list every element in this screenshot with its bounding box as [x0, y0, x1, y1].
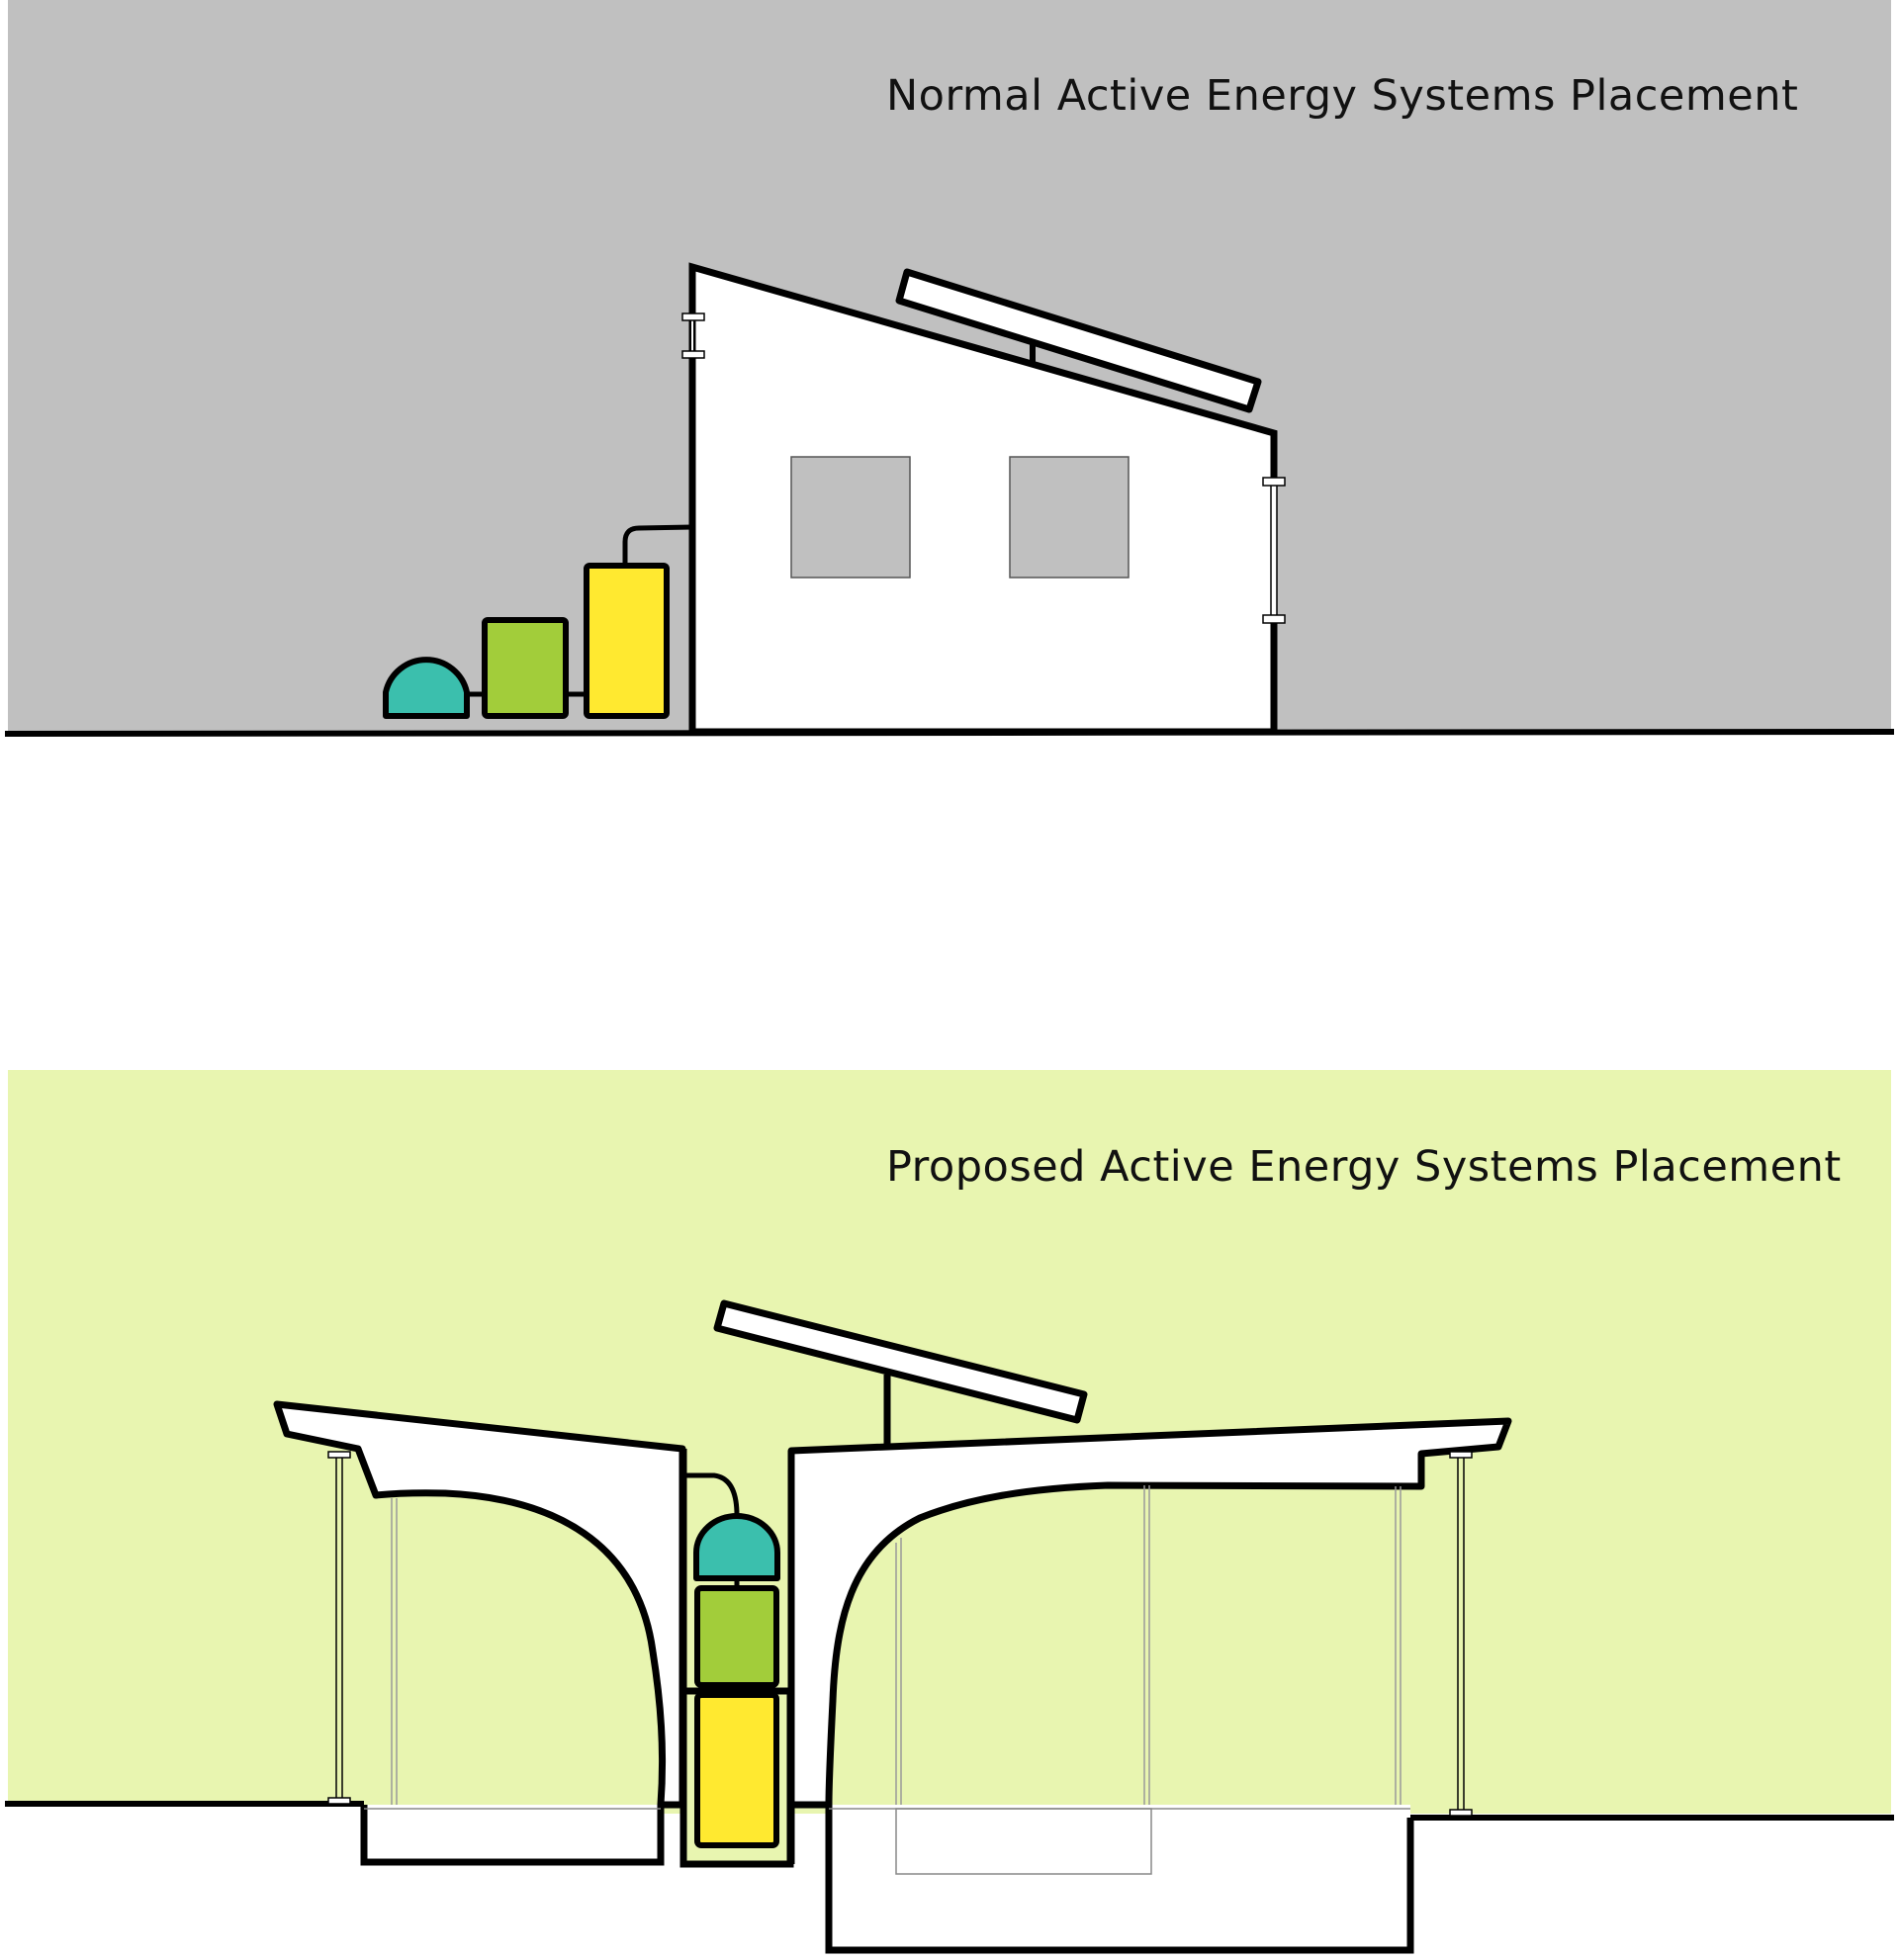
normal-green-unit [482, 617, 569, 719]
proposed-sunken-left-floor [364, 1805, 661, 1862]
proposed-panel-title: Proposed Active Energy Systems Placement [886, 1142, 1842, 1192]
normal-placement-panel [4, 0, 1895, 737]
proposed-left-column [327, 1451, 351, 1805]
proposed-right-floor-outline [825, 1805, 1414, 1954]
normal-solar-panel [895, 268, 1262, 413]
proposed-sunken-right-floor [827, 1805, 1410, 1951]
normal-window-right [1009, 456, 1130, 579]
proposed-teal-dome-unit [693, 1513, 780, 1581]
normal-pipe-house-to-yellow [622, 524, 693, 566]
proposed-solar-panel [713, 1299, 1088, 1424]
normal-panel-title: Normal Active Energy Systems Placement [886, 71, 1799, 121]
normal-yellow-unit [584, 563, 670, 719]
proposed-left-floor-outline [360, 1805, 665, 1866]
proposed-right-canopy [787, 1417, 1512, 1809]
proposed-glazing-lines [391, 1485, 1402, 1805]
proposed-placement-panel [0, 1070, 1899, 1960]
proposed-green-unit [694, 1585, 779, 1688]
normal-teal-dome-unit [383, 657, 470, 719]
normal-window-left [790, 456, 911, 579]
proposed-pipe-to-teal [683, 1472, 740, 1516]
proposed-right-column [1449, 1451, 1473, 1817]
proposed-yellow-unit [694, 1692, 779, 1848]
normal-right-wall-fittings [1262, 477, 1286, 624]
normal-left-wall-fittings [681, 312, 705, 359]
proposed-left-canopy [273, 1400, 686, 1809]
normal-house [688, 262, 1278, 736]
